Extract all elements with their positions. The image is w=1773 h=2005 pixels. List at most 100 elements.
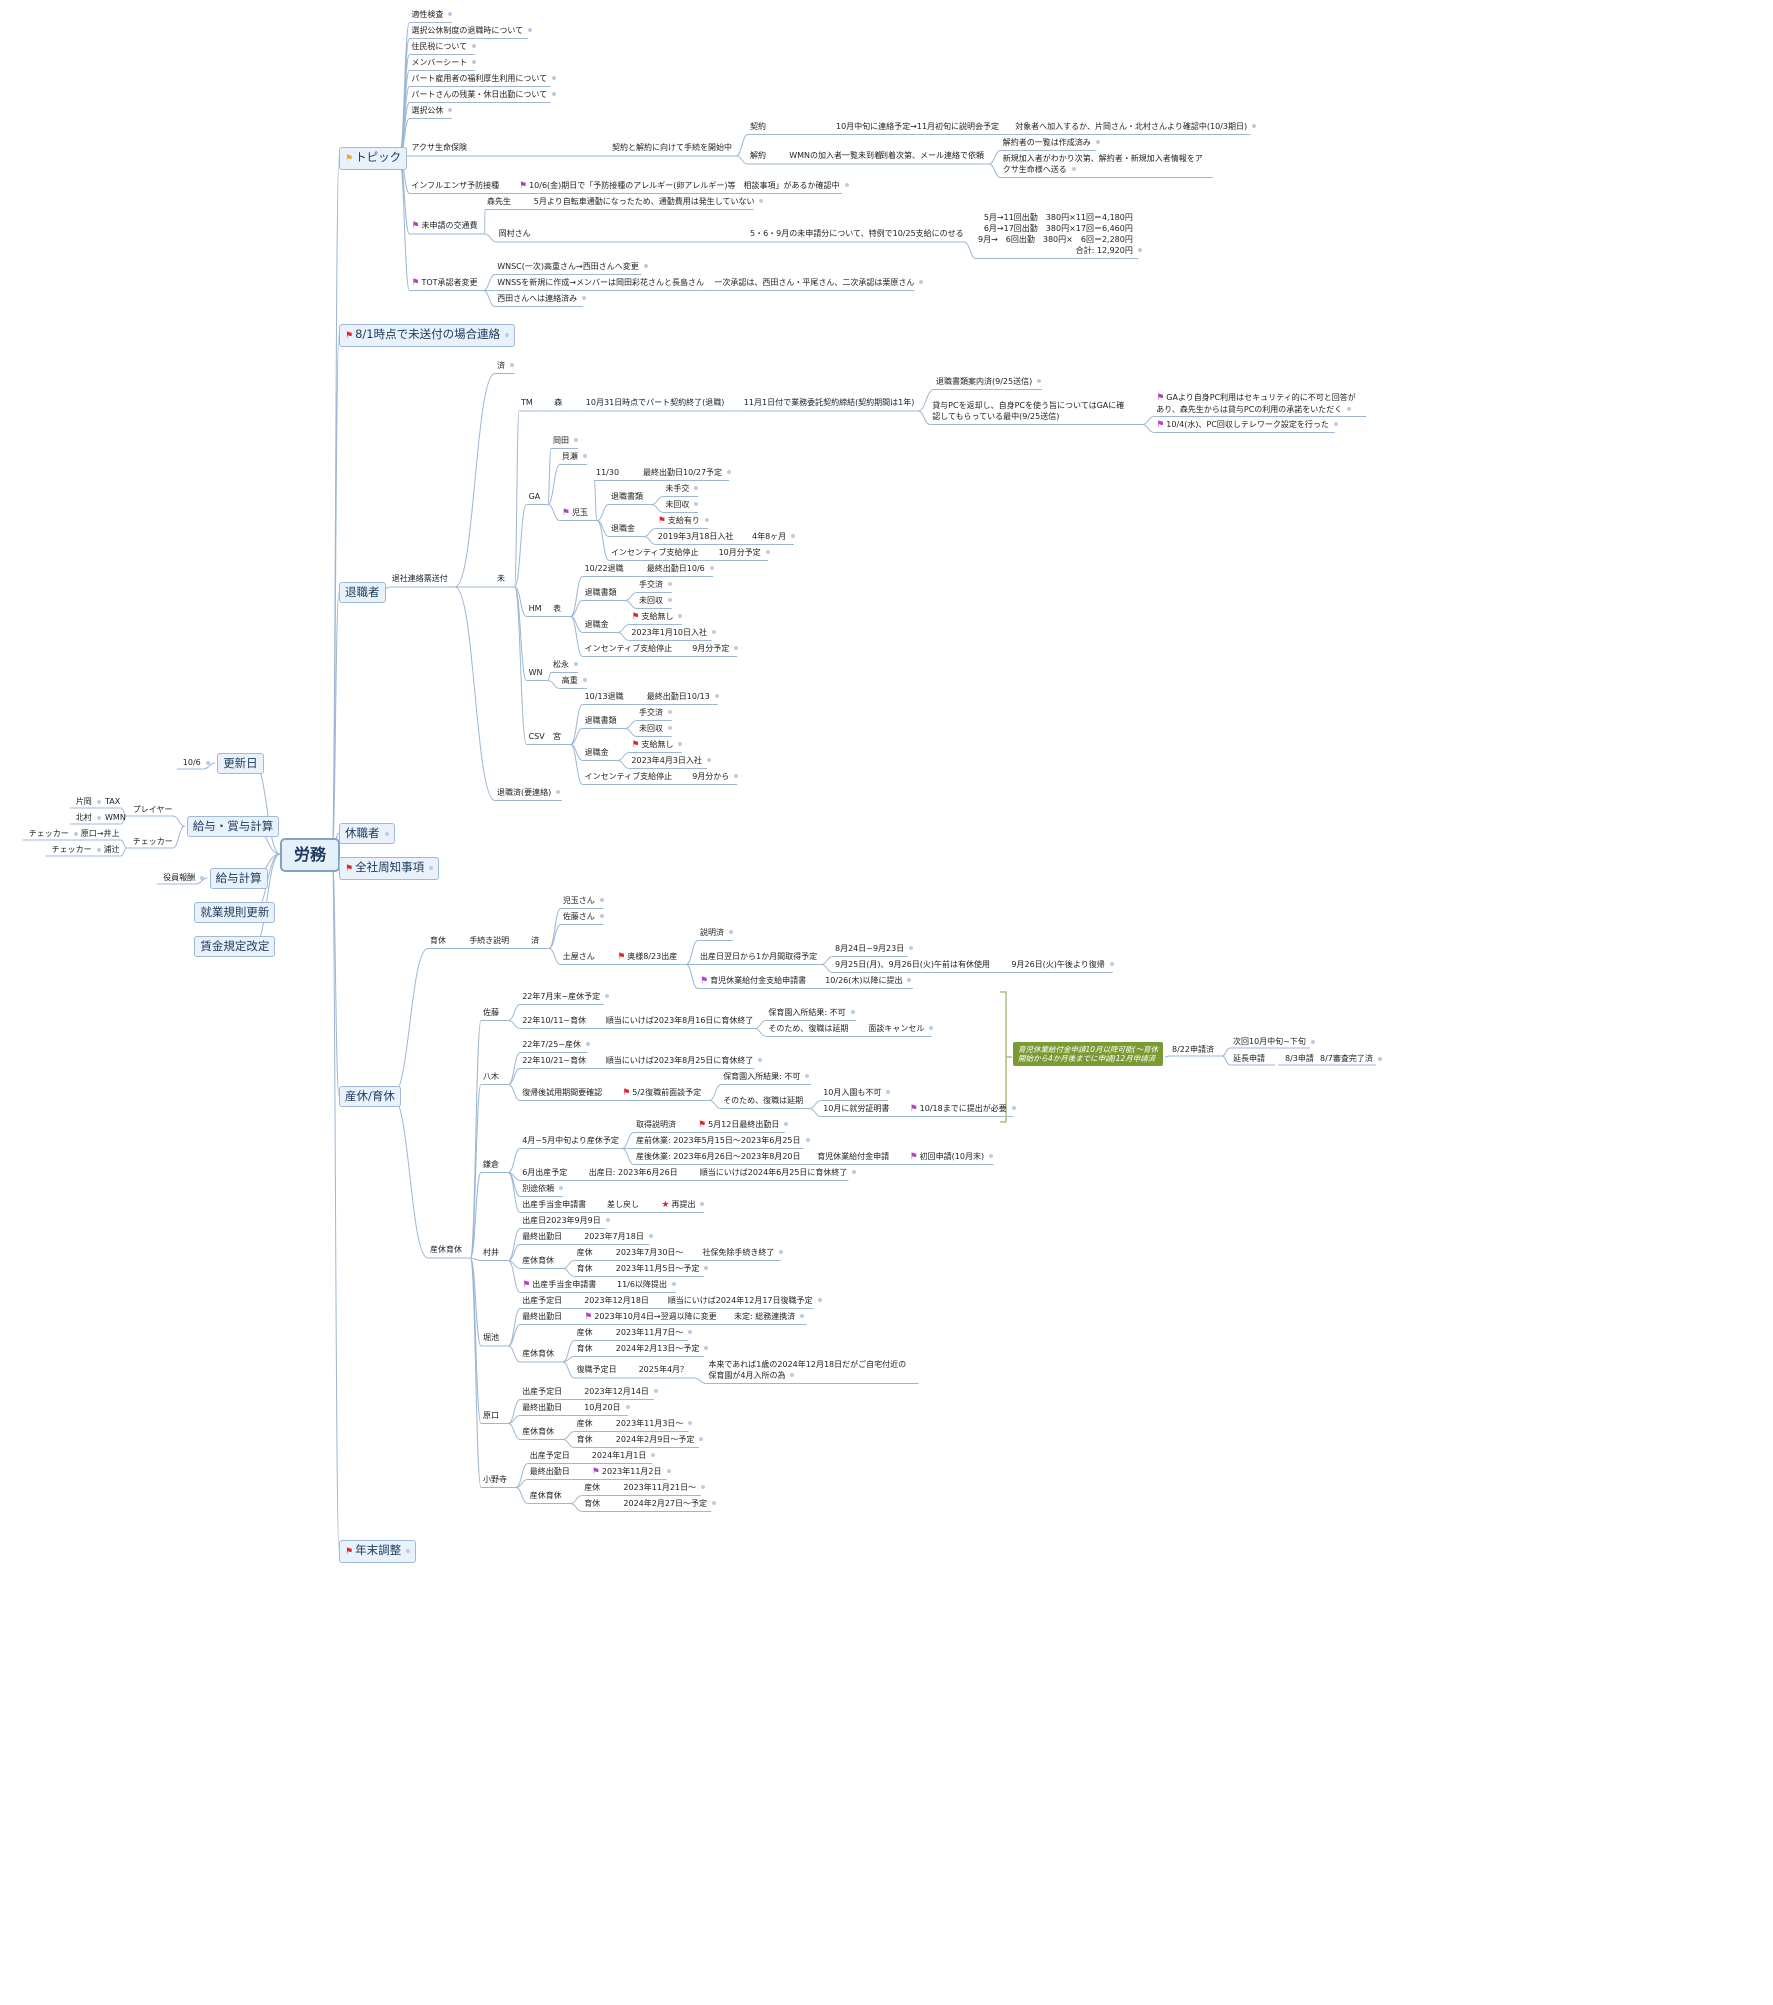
topic-node[interactable]: 高重 xyxy=(562,675,587,686)
topic-node[interactable]: 延長申請 xyxy=(1233,1053,1265,1064)
collapse-dot-icon[interactable] xyxy=(668,710,672,714)
topic-tax[interactable]: TAX xyxy=(105,796,120,807)
topic-10[interactable]: 10月入園も不可 xyxy=(823,1087,891,1098)
topic-5-12[interactable]: ⚑5月12日最終出勤日 xyxy=(698,1119,789,1131)
topic-ga[interactable]: GA xyxy=(529,491,541,502)
topic-10-4-pc[interactable]: ⚑10/4(水)、PC回収しテレワーク設定を行った xyxy=(1156,419,1338,431)
main-topic-node[interactable]: ⚑トピック xyxy=(339,147,408,170)
main-topic-node[interactable]: 産休/育休 xyxy=(339,1086,401,1107)
topic-node[interactable]: 産休育休 xyxy=(522,1255,554,1266)
topic-node[interactable]: 育休 xyxy=(577,1263,593,1274)
topic-node[interactable]: 西田さんへは連絡済み xyxy=(497,293,587,304)
topic-2023-8-25[interactable]: 順当にいけば2023年8月25日に育休終了 xyxy=(606,1055,763,1066)
topic-10-22[interactable]: 10/22退職 xyxy=(585,563,624,574)
collapse-dot-icon[interactable] xyxy=(712,1501,717,1505)
collapse-dot-icon[interactable] xyxy=(1037,379,1042,383)
topic-22-10-11[interactable]: 22年10/11~育休 xyxy=(522,1015,586,1026)
topic-10-13[interactable]: 最終出勤日10/13 xyxy=(647,691,719,702)
topic-2023-11-5[interactable]: 2023年11月5日〜予定 xyxy=(616,1263,709,1274)
topic-tot[interactable]: ⚑TOT承認者変更 xyxy=(411,277,477,289)
collapse-dot-icon[interactable] xyxy=(96,815,101,820)
collapse-dot-icon[interactable] xyxy=(989,1154,994,1158)
collapse-dot-icon[interactable] xyxy=(886,1090,891,1094)
topic-node[interactable]: 佐藤 xyxy=(483,1007,499,1018)
main-topic-8-1[interactable]: ⚑8/1時点で未送付の場合連絡 xyxy=(339,324,516,347)
collapse-dot-icon[interactable] xyxy=(556,790,561,794)
collapse-dot-icon[interactable] xyxy=(406,1548,411,1553)
collapse-dot-icon[interactable] xyxy=(919,280,924,284)
topic-2023-11-7[interactable]: 2023年11月7日〜 xyxy=(616,1327,693,1338)
topic-11-6[interactable]: 11/6以降提出 xyxy=(617,1279,676,1290)
topic-node[interactable]: ⚑支給無し xyxy=(631,739,683,751)
topic-8-22[interactable]: 8/22申請済 xyxy=(1172,1044,1214,1055)
topic-node[interactable]: 退社連絡票送付 xyxy=(392,573,448,584)
collapse-dot-icon[interactable] xyxy=(688,1421,693,1425)
topic-1[interactable]: 出産日翌日から1か月間取得予定 xyxy=(700,951,817,962)
topic-node[interactable]: 済 xyxy=(497,360,514,371)
topic-node[interactable]: 退職金 xyxy=(585,747,609,758)
topic-node[interactable]: 浦辻 xyxy=(104,844,120,855)
topic-2023-11-21[interactable]: 2023年11月21日〜 xyxy=(623,1482,706,1493)
topic-node[interactable]: 育休 xyxy=(577,1343,593,1354)
topic-node[interactable]: インセンティブ支給停止 xyxy=(585,643,673,654)
topic-2023-7-18[interactable]: 2023年7月18日 xyxy=(584,1231,653,1242)
topic-node[interactable]: 八木 xyxy=(483,1071,499,1082)
topic-5[interactable]: 5月より自転車通勤になったため、通勤費用は発生していない xyxy=(534,196,764,207)
topic-10-31[interactable]: 10月31日時点でパート契約終了(退職) xyxy=(586,397,725,408)
topic-node[interactable]: チェッカー xyxy=(133,836,173,847)
collapse-dot-icon[interactable] xyxy=(784,1122,789,1126)
collapse-dot-icon[interactable] xyxy=(765,550,770,554)
collapse-dot-icon[interactable] xyxy=(714,694,719,698)
collapse-dot-icon[interactable] xyxy=(653,1389,658,1393)
topic-9-25[interactable]: 退職書類案内済(9/25送信) xyxy=(936,376,1042,387)
collapse-dot-icon[interactable] xyxy=(907,978,912,982)
topic-node[interactable]: 育休 xyxy=(584,1498,600,1509)
topic-node[interactable]: 出産予定日 xyxy=(522,1295,562,1306)
topic-node[interactable]: 社保免除手続き終了 xyxy=(702,1247,784,1258)
topic-node[interactable]: チェッカー xyxy=(29,828,78,839)
topic-node[interactable]: 住民税について xyxy=(411,41,477,52)
topic-node[interactable]: チェッカー xyxy=(52,844,101,855)
collapse-dot-icon[interactable] xyxy=(909,946,914,950)
topic-node[interactable]: 児玉さん xyxy=(563,895,604,906)
topic-node[interactable]: 一次承認は、西田さん・平尾さん、二次承認は栗原さん xyxy=(714,277,924,288)
topic-node[interactable]: 退職金 xyxy=(611,523,635,534)
collapse-dot-icon[interactable] xyxy=(734,646,739,650)
main-topic-node[interactable]: ⚑年末調整 xyxy=(339,1540,417,1563)
topic-node[interactable]: インフルエンザ予防接種 xyxy=(411,180,499,191)
topic-node[interactable]: 片岡 xyxy=(76,796,101,807)
topic-2023-9-9[interactable]: 出産日2023年9月9日 xyxy=(522,1215,610,1226)
topic-node[interactable]: そのため、復職は延期 xyxy=(768,1023,848,1034)
topic-node[interactable]: ★再提出 xyxy=(661,1199,705,1211)
collapse-dot-icon[interactable] xyxy=(528,28,533,32)
topic-10[interactable]: 次回10月中旬~下旬 xyxy=(1233,1036,1315,1047)
topic-wnss[interactable]: WNSSを新規に作成→メンバーは岡田彩花さんと長島さん xyxy=(497,277,704,288)
topic-2023-10-4[interactable]: ⚑2023年10月4日→翌週以降に変更 xyxy=(584,1311,716,1323)
collapse-dot-icon[interactable] xyxy=(800,1314,805,1318)
topic-node[interactable]: 未定: 総務連携済 xyxy=(734,1311,805,1322)
main-topic-node[interactable]: 退職者 xyxy=(339,582,386,603)
collapse-dot-icon[interactable] xyxy=(1347,407,1352,411)
topic-2024-2-27[interactable]: 2024年2月27日〜予定 xyxy=(623,1498,717,1509)
topic-10-20[interactable]: 10月20日 xyxy=(584,1402,630,1413)
collapse-dot-icon[interactable] xyxy=(758,1058,763,1062)
topic-node[interactable]: 佐藤さん xyxy=(563,911,604,922)
collapse-dot-icon[interactable] xyxy=(1109,962,1114,966)
topic-9[interactable]: 9月分から xyxy=(692,771,739,782)
topic-node[interactable]: 土屋さん xyxy=(563,951,595,962)
topic-node[interactable]: 産休育休 xyxy=(522,1426,554,1437)
topic-node[interactable]: パートさんの残業・休日出勤について xyxy=(411,89,557,100)
collapse-dot-icon[interactable] xyxy=(1333,422,1338,426)
topic-node[interactable]: 面談キャンセル xyxy=(868,1023,934,1034)
main-topic-node[interactable]: 給与計算 xyxy=(209,868,268,889)
collapse-dot-icon[interactable] xyxy=(574,662,578,666)
collapse-dot-icon[interactable] xyxy=(552,76,557,80)
collapse-dot-icon[interactable] xyxy=(510,363,514,367)
topic-22-7[interactable]: 22年7月末~産休予定 xyxy=(522,991,610,1002)
collapse-dot-icon[interactable] xyxy=(1095,140,1100,144)
topic-node[interactable]: 産休 xyxy=(584,1482,600,1493)
collapse-dot-icon[interactable] xyxy=(605,994,610,998)
collapse-dot-icon[interactable] xyxy=(844,183,849,187)
collapse-dot-icon[interactable] xyxy=(96,799,101,804)
collapse-dot-icon[interactable] xyxy=(694,486,699,490)
